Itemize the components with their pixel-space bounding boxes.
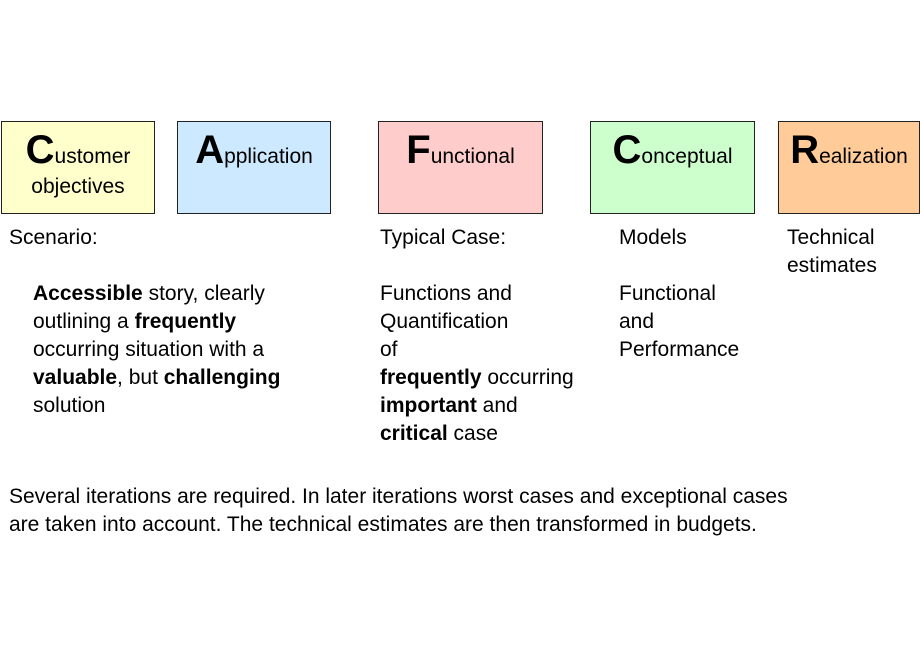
box-label: onceptual [641, 145, 733, 168]
note-text: Several iterations are required. In late… [9, 485, 788, 508]
scenario-emph: challenging [163, 366, 281, 389]
typical-text: case [447, 422, 498, 445]
box-conceptual: Conceptual [590, 121, 755, 214]
note-text: are taken into account. The technical es… [9, 513, 757, 536]
box-initial: A [195, 128, 225, 172]
box-initial: C [612, 128, 642, 172]
box-functional: Functional [378, 121, 543, 214]
scenario-text: solution [33, 394, 106, 417]
box-initial: R [790, 128, 820, 172]
models-description: Functional and Performance [619, 280, 739, 364]
typical-text: Functions and [380, 282, 512, 305]
models-text: and [619, 310, 655, 333]
typical-emph: critical [380, 422, 448, 445]
scenario-heading: Scenario: [9, 226, 98, 249]
box-initial: C [25, 128, 55, 172]
typical-case-description: Functions and Quantification of frequent… [380, 280, 574, 448]
box-label: ustomer [54, 145, 131, 168]
scenario-text: story, clearly [142, 282, 265, 305]
technical-text: Technical [787, 226, 875, 249]
box-label: pplication [224, 145, 313, 168]
typical-text: and [476, 394, 518, 417]
models-text: Functional [619, 282, 716, 305]
scenario-emph: valuable [33, 366, 118, 389]
scenario-description: Accessible story, clearly outlining a fr… [33, 280, 280, 420]
box-application: Application [177, 121, 331, 214]
typical-text: occurring [481, 366, 574, 389]
typical-text: Quantification [380, 310, 509, 333]
box-label: unctional [430, 145, 515, 168]
models-heading: Models [619, 226, 687, 249]
scenario-emph: Accessible [33, 282, 143, 305]
box-customer-objectives: Customer objectives [1, 121, 155, 214]
box-realization: Realization [778, 121, 920, 214]
iteration-note: Several iterations are required. In late… [9, 483, 788, 539]
scenario-text: , but [117, 366, 164, 389]
typical-emph: important [380, 394, 477, 417]
technical-text: estimates [787, 254, 877, 277]
scenario-emph: frequently [134, 310, 237, 333]
box-initial: F [406, 128, 431, 172]
scenario-text: outlining a [33, 310, 135, 333]
box-label-line2: objectives [31, 175, 125, 198]
typical-text: of [380, 338, 398, 361]
typical-case-heading: Typical Case: [380, 226, 507, 249]
technical-estimates: Technical estimates [787, 224, 877, 280]
models-text: Performance [619, 338, 740, 361]
scenario-text: occurring situation with a [33, 338, 265, 361]
typical-emph: frequently [380, 366, 482, 389]
box-label: ealization [819, 145, 908, 168]
